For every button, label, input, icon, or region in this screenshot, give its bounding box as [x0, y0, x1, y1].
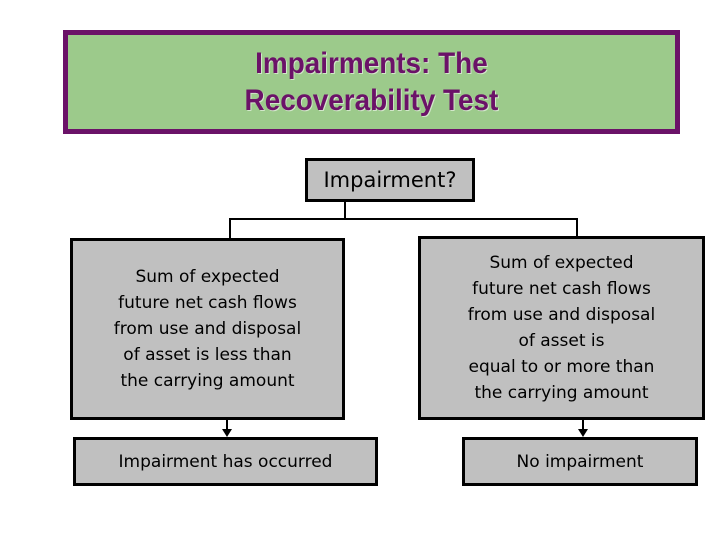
connector-drop-left — [229, 218, 231, 239]
connector-horizontal-bar — [229, 218, 578, 220]
outcome-box-no-impairment: No impairment — [462, 437, 698, 486]
arrow-right-shaft — [582, 420, 584, 431]
arrow-down-icon-right — [578, 429, 588, 437]
arrow-left-shaft — [226, 420, 228, 431]
page-title: Impairments: The Recoverability Test — [244, 47, 499, 117]
outcome-box-impairment-occurred: Impairment has occurred — [73, 437, 378, 486]
title-banner: Impairments: The Recoverability Test — [63, 30, 680, 134]
arrow-down-icon-left — [222, 429, 232, 437]
condition-box-equal-or-more: Sum of expected future net cash flows fr… — [418, 236, 705, 420]
connector-stem — [344, 202, 346, 220]
decision-node-impairment: Impairment? — [305, 158, 475, 202]
condition-box-less-than: Sum of expected future net cash flows fr… — [70, 238, 345, 420]
connector-drop-right — [576, 218, 578, 237]
